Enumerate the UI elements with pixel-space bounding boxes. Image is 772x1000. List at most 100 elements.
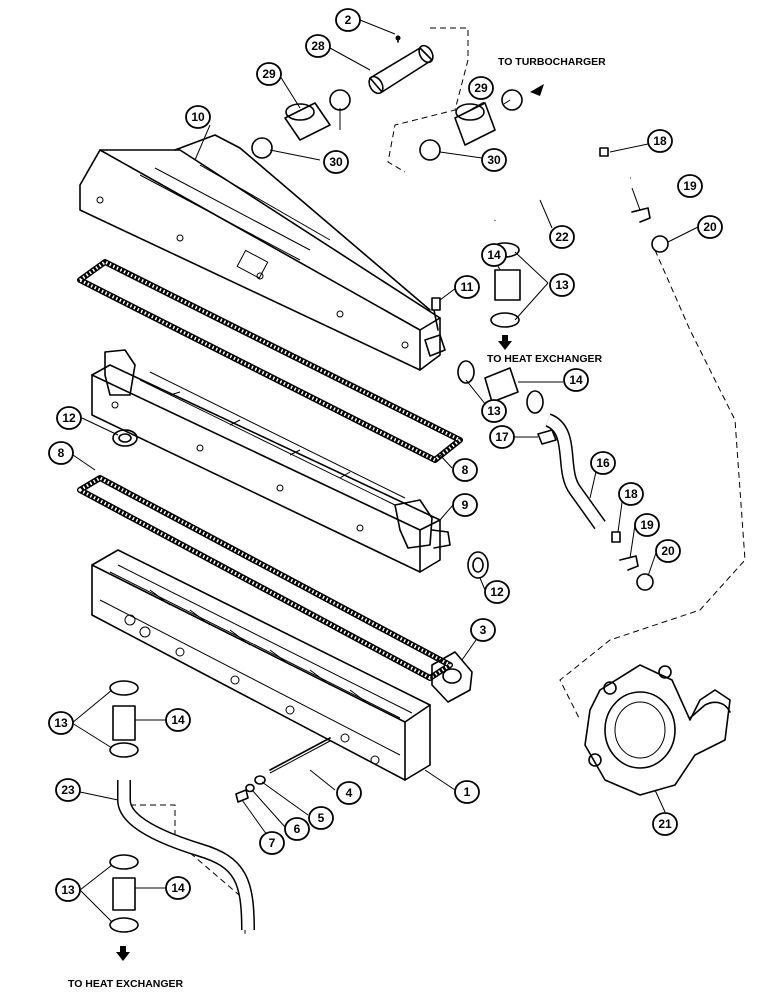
svg-text:29: 29: [262, 67, 276, 81]
callout-14-upper: 14: [481, 243, 507, 267]
callouts: 2 28 29 29 10 30 30 18 19 20 22 14 13 11…: [48, 8, 723, 902]
svg-text:7: 7: [269, 836, 276, 850]
svg-text:10: 10: [191, 110, 205, 124]
callout-8-right: 8: [452, 458, 478, 482]
callout-4: 4: [336, 781, 362, 805]
svg-text:29: 29: [474, 81, 488, 95]
callout-20-lower: 20: [655, 539, 681, 563]
fitting-17: [537, 429, 557, 445]
callout-14-mid: 14: [563, 368, 589, 392]
hose-16: [544, 413, 606, 530]
svg-text:8: 8: [462, 463, 469, 477]
svg-text:14: 14: [171, 713, 185, 727]
callout-22: 22: [549, 225, 575, 249]
gasket-3: [431, 651, 473, 703]
callout-30-right: 30: [481, 148, 507, 172]
clamps-hose-lower-left: [109, 680, 139, 758]
callout-1: 1: [454, 780, 480, 804]
callout-leaders: [71, 19, 699, 923]
thermostat-housing: [584, 664, 731, 796]
callout-13-mid: 13: [481, 399, 507, 423]
seal-12-left: [112, 429, 138, 447]
svg-text:3: 3: [480, 623, 487, 637]
svg-text:13: 13: [555, 278, 569, 292]
callout-13-upper: 13: [549, 273, 575, 297]
gasket-upper: [77, 259, 463, 463]
svg-text:12: 12: [490, 585, 504, 599]
callout-19-lower: 19: [634, 513, 660, 537]
svg-text:21: 21: [658, 817, 672, 831]
svg-text:19: 19: [683, 179, 697, 193]
svg-text:6: 6: [294, 822, 301, 836]
callout-30-left: 30: [323, 150, 349, 174]
heat-exchanger-destination-bottom: TO HEAT EXCHANGER: [68, 946, 184, 990]
callout-14-bottom-left: 14: [165, 876, 191, 900]
svg-text:28: 28: [311, 39, 325, 53]
callout-12-left: 12: [56, 406, 82, 430]
callout-13-lower-left: 13: [48, 711, 74, 735]
svg-text:14: 14: [487, 248, 501, 262]
stud-and-nuts: [235, 737, 331, 803]
svg-text:20: 20: [661, 544, 675, 558]
svg-text:5: 5: [318, 811, 325, 825]
gasket-lower: [77, 475, 453, 681]
svg-text:18: 18: [624, 487, 638, 501]
callout-8-left: 8: [48, 441, 74, 465]
cooler-cover: [79, 134, 446, 371]
callout-2: 2: [335, 8, 361, 32]
arrow-down-icon: [116, 946, 130, 961]
callout-11: 11: [454, 275, 480, 299]
svg-text:2: 2: [345, 13, 352, 27]
svg-text:19: 19: [640, 518, 654, 532]
hose-23: [117, 780, 255, 931]
svg-text:16: 16: [596, 456, 610, 470]
to-heat-exchanger-bottom-label: TO HEAT EXCHANGER: [68, 978, 184, 990]
svg-text:18: 18: [653, 134, 667, 148]
heat-exchanger-destination-mid: TO HEAT EXCHANGER: [487, 335, 603, 365]
svg-text:20: 20: [703, 220, 717, 234]
svg-text:12: 12: [62, 411, 76, 425]
callout-14-lower-left: 14: [165, 708, 191, 732]
to-heat-exchanger-label: TO HEAT EXCHANGER: [487, 353, 603, 365]
svg-text:9: 9: [462, 498, 469, 512]
svg-text:14: 14: [569, 373, 583, 387]
svg-text:22: 22: [555, 230, 569, 244]
turbo-tube-assembly: [251, 35, 523, 161]
callout-29-right: 29: [468, 76, 494, 100]
svg-text:4: 4: [346, 786, 353, 800]
svg-text:11: 11: [461, 280, 474, 294]
svg-text:13: 13: [61, 883, 75, 897]
callout-29-left: 29: [256, 62, 282, 86]
svg-text:1: 1: [464, 785, 471, 799]
callout-3: 3: [470, 618, 496, 642]
callout-12-right: 12: [484, 580, 510, 604]
arrow-down-icon: [498, 335, 512, 350]
callout-19-upper: 19: [677, 174, 703, 198]
clamps-hose-bottom-left: [109, 854, 139, 933]
svg-text:13: 13: [487, 404, 501, 418]
cooler-core: [91, 349, 451, 573]
svg-text:30: 30: [329, 155, 343, 169]
callout-21: 21: [652, 812, 678, 836]
hose-22: [492, 175, 631, 221]
fittings-upper-right: [599, 147, 669, 253]
callout-9: 9: [452, 493, 478, 517]
callout-6: 6: [284, 817, 310, 841]
svg-text:8: 8: [58, 446, 65, 460]
callout-17: 17: [489, 425, 515, 449]
svg-text:13: 13: [54, 716, 68, 730]
callout-13-bottom-left: 13: [55, 878, 81, 902]
callout-10: 10: [185, 105, 211, 129]
svg-text:17: 17: [495, 430, 509, 444]
routing-lines: [120, 27, 746, 935]
callout-18-upper: 18: [647, 129, 673, 153]
svg-text:30: 30: [487, 153, 501, 167]
cooler-base-housing: [91, 549, 431, 781]
callout-23: 23: [55, 778, 81, 802]
fittings-lower-right: [611, 531, 654, 591]
callout-5: 5: [308, 806, 334, 830]
callout-18-lower: 18: [618, 482, 644, 506]
callout-16: 16: [590, 451, 616, 475]
clamps-hose-mid: [457, 360, 544, 414]
